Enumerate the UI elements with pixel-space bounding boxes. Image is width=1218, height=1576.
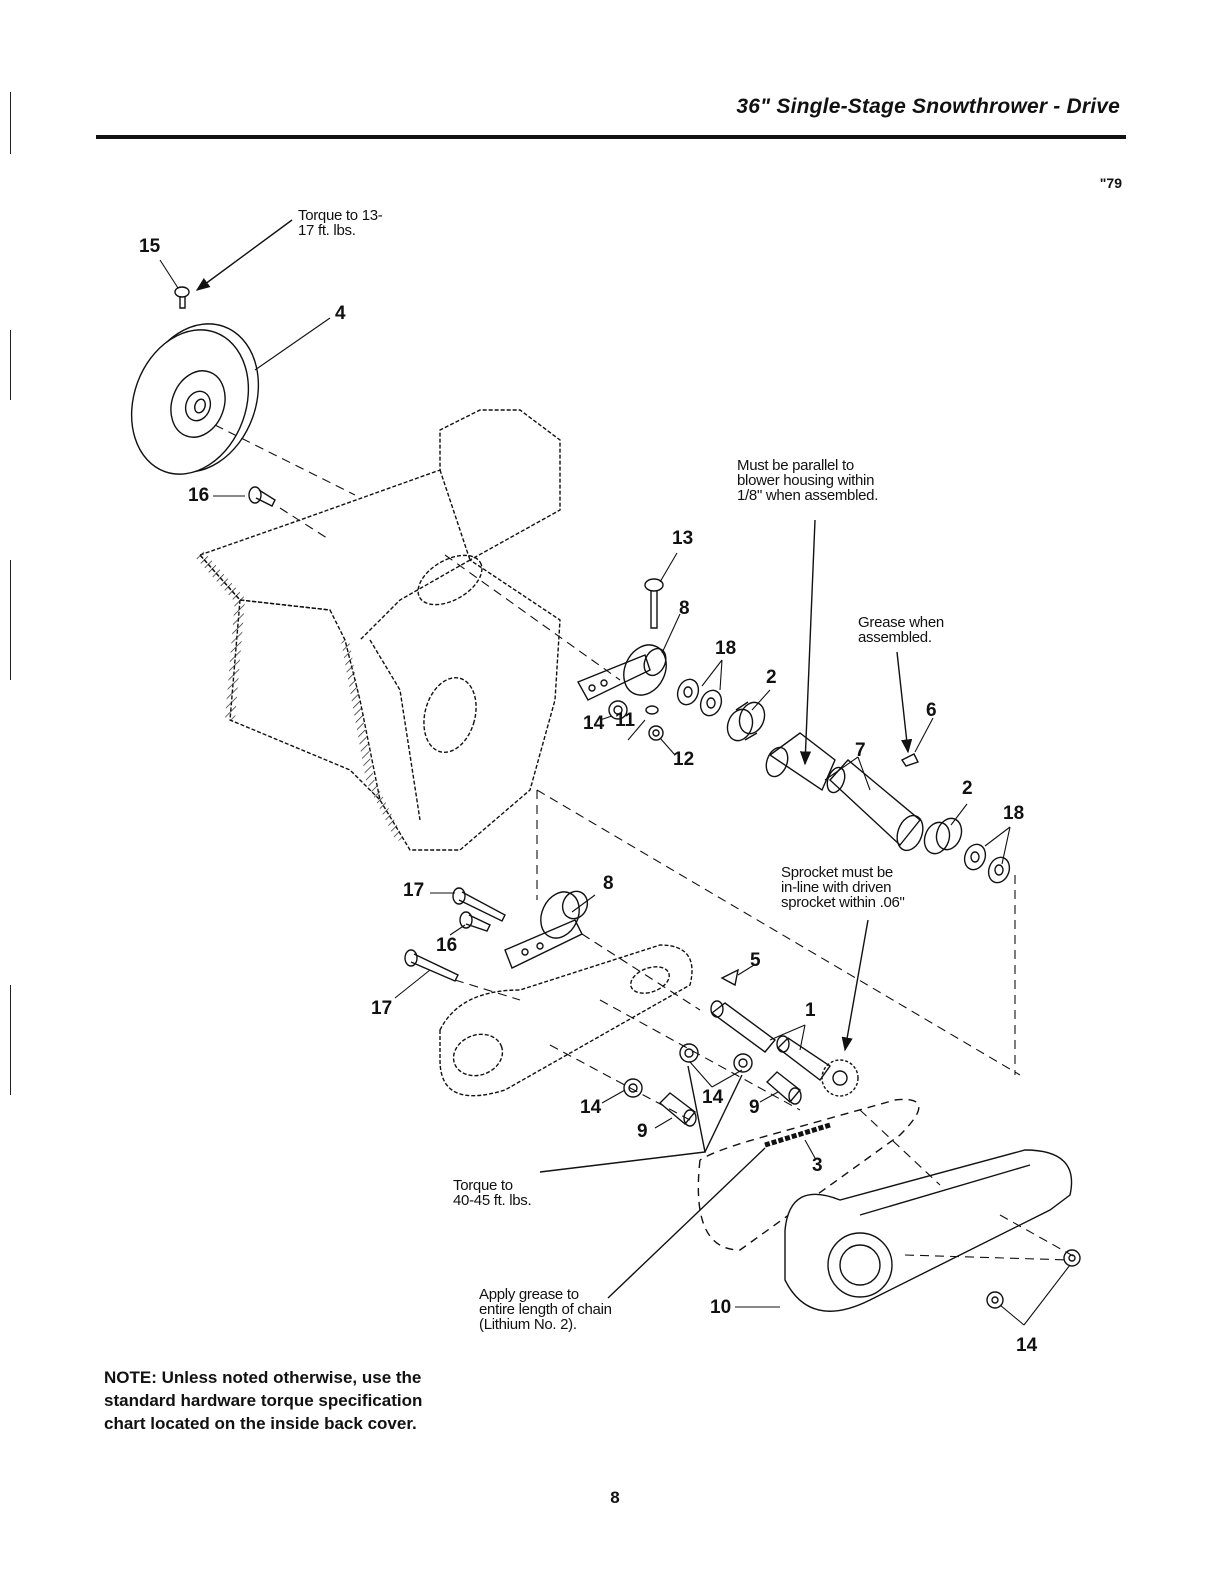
part-number-8-lower: 8: [603, 873, 614, 894]
part-number-14-cover: 14: [1016, 1335, 1038, 1356]
washer-11: [645, 705, 659, 715]
bolt-15: [174, 286, 190, 309]
part-number-10: 10: [710, 1297, 732, 1318]
part-number-1: 1: [805, 1000, 816, 1021]
leader-lines: [159, 259, 1071, 1326]
nut-12: [648, 725, 664, 741]
part-number-8-upper: 8: [679, 598, 690, 619]
bolt-17-upper: [452, 887, 506, 922]
bearing-2-lower: [923, 817, 963, 855]
header-rule: [96, 135, 1126, 139]
part-number-4: 4: [335, 303, 346, 324]
part-number-5: 5: [750, 950, 761, 971]
bearing-2-upper: [726, 701, 766, 742]
part-number-16-lower: 16: [436, 935, 458, 956]
callout-apply-grease: Apply grease to entire length of chain (…: [479, 1286, 612, 1333]
pulley: [130, 323, 260, 475]
washers-18-upper: [676, 678, 723, 717]
nut-14-lower-left: [623, 1078, 643, 1098]
chain-cover-10: [784, 1149, 1073, 1312]
part-number-18-lower: 18: [1003, 803, 1025, 824]
grease-fitting-6: [900, 753, 919, 767]
part-number-15: 15: [139, 236, 161, 257]
part-number-2-lower: 2: [962, 778, 973, 799]
chain-3: [697, 1098, 920, 1251]
nut-14-cover-b: [986, 1291, 1004, 1309]
part-number-16-upper: 16: [188, 485, 210, 506]
sprocket: [821, 1059, 859, 1097]
bracket-8-upper: [577, 644, 667, 701]
callout-parallel: Must be parallel to blower housing withi…: [737, 457, 879, 504]
spacer-7b: [826, 759, 924, 852]
part-number-17-upper: 17: [403, 880, 425, 901]
callout-torque-40-45: Torque to 40-45 ft. lbs.: [453, 1177, 532, 1209]
housing-hatch-right: [341, 639, 404, 842]
part-number-3: 3: [812, 1155, 823, 1176]
part-number-12: 12: [673, 749, 695, 770]
assembly-lines: [214, 424, 1076, 1261]
spacer-9b: [765, 1071, 802, 1105]
page-number: 8: [610, 1488, 620, 1507]
housing: [198, 409, 561, 851]
part-number-11: 11: [615, 710, 636, 731]
part-number-14-upper: 14: [583, 713, 605, 734]
part-number-2-upper: 2: [766, 667, 777, 688]
bolt-16-lower: [459, 911, 491, 932]
callout-sprocket-inline: Sprocket must be in-line with driven spr…: [781, 864, 905, 911]
page-code: "79: [1099, 175, 1122, 191]
page-header-title: 36" Single-Stage Snowthrower - Drive: [736, 95, 1120, 118]
key-5: [720, 968, 739, 987]
bolt-16-upper: [248, 486, 276, 507]
bolt-13: [644, 578, 664, 629]
callout-grease-when: Grease when assembled.: [858, 614, 944, 646]
nut-14-upper: [608, 700, 628, 720]
part-number-9-right: 9: [749, 1097, 760, 1118]
spacer-7a: [765, 732, 836, 792]
housing-hatch-left: [196, 551, 246, 721]
callout-arrows: [195, 219, 913, 1299]
nut-14-middle-a: [679, 1043, 699, 1063]
bolt-17-lower: [404, 949, 459, 982]
part-number-18-upper: 18: [715, 638, 737, 659]
part-number-7: 7: [855, 740, 866, 761]
torque-note: NOTE: Unless noted otherwise, use the st…: [104, 1368, 423, 1433]
part-number-13: 13: [672, 528, 694, 549]
shaft-1b: [776, 1035, 831, 1081]
callout-torque-13-17: Torque to 13- 17 ft. lbs.: [298, 207, 383, 239]
shaft-1a: [710, 1000, 777, 1053]
spacer-9a: [658, 1092, 697, 1127]
part-number-14-lower-left: 14: [580, 1097, 602, 1118]
part-number-6: 6: [926, 700, 937, 721]
bracket-8-lower: [504, 890, 589, 969]
binder-marks: [0, 0, 20, 1576]
part-number-14-middle: 14: [702, 1087, 724, 1108]
part-number-9-left: 9: [637, 1121, 648, 1142]
chain-case-plate: [439, 944, 693, 1097]
nut-14-middle-b: [733, 1053, 753, 1073]
part-number-17-lower: 17: [371, 998, 393, 1019]
